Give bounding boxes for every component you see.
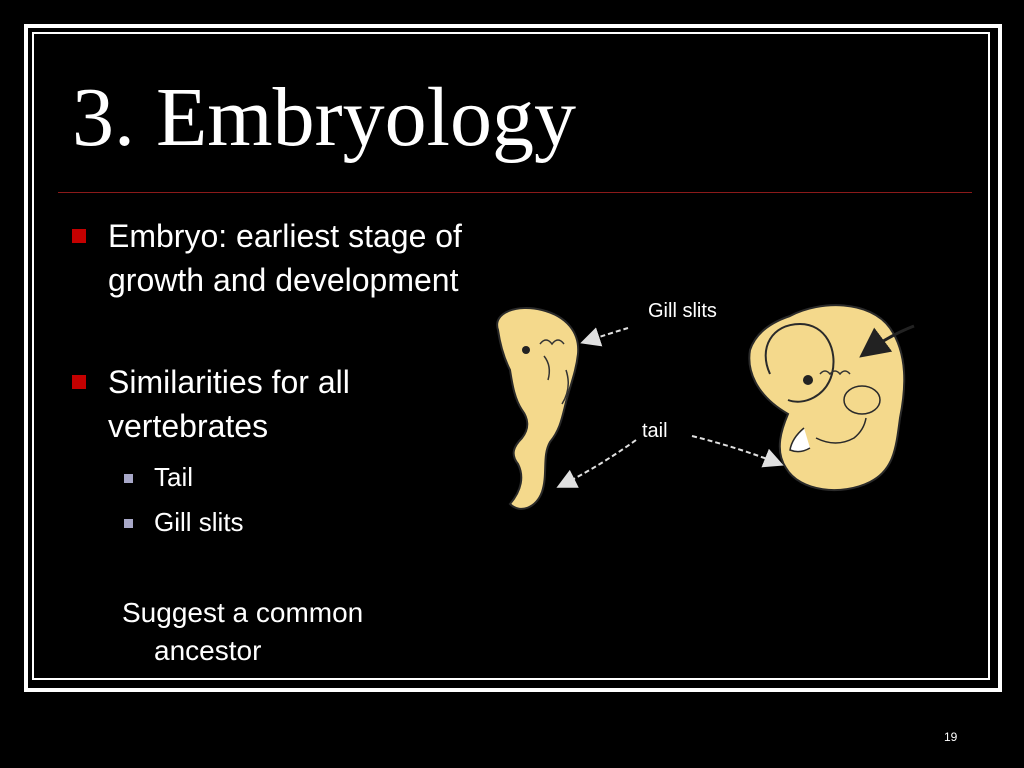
gill-slits-label: Gill slits [644, 300, 721, 323]
early-embryo-illustration [496, 307, 580, 510]
tail-label: tail [638, 420, 672, 443]
bullet-text: Similarities for all vertebrates [108, 364, 350, 444]
sub-bullet-text: Tail [154, 462, 194, 492]
gill-slit-marks [819, 370, 851, 376]
slide-outer-border [24, 24, 1002, 692]
slide-title: 3. Embryology [72, 71, 576, 164]
sub-bullet-gill-slits: Gill slits [124, 506, 244, 538]
bullet-text: Embryo: earliest stage of growth and dev… [108, 218, 462, 298]
sub-bullet-text: Gill slits [154, 507, 244, 537]
title-divider [58, 192, 972, 193]
conclusion-text: Suggest a common ancestor [122, 597, 364, 666]
small-square-bullet-icon [124, 474, 133, 483]
embryo-comparison-svg [496, 304, 915, 510]
embryo-figure: Gill slits tail [470, 278, 990, 533]
small-square-bullet-icon [124, 519, 133, 528]
gill-slit-marks [539, 339, 565, 346]
square-bullet-icon [72, 375, 86, 389]
square-bullet-icon [72, 229, 86, 243]
bullet-item-embryo: Embryo: earliest stage of growth and dev… [72, 214, 512, 302]
slide-inner-border [32, 32, 990, 680]
bullet-item-similarities: Similarities for all vertebrates [72, 360, 512, 448]
embryo-eye-icon [522, 346, 530, 354]
later-embryo-illustration [748, 304, 906, 492]
sub-bullet-tail: Tail [124, 461, 193, 493]
pointer-arrows [556, 324, 915, 488]
slide-number: 19 [944, 730, 958, 744]
embryo-eye-icon [803, 375, 813, 385]
